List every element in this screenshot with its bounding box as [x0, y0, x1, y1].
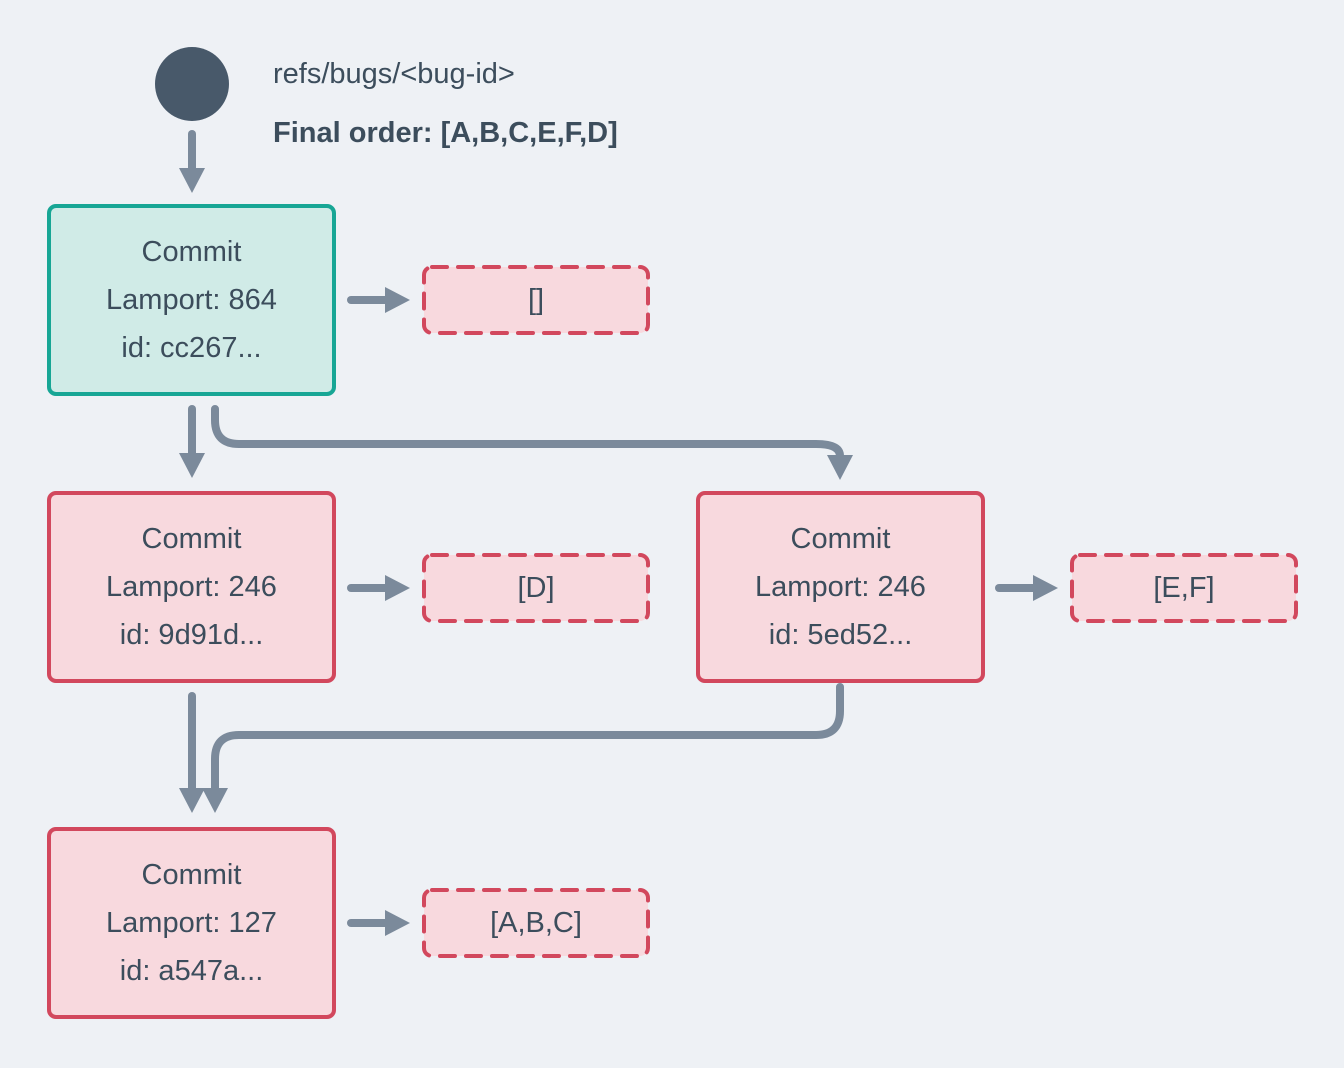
ops-label-bottom: [A,B,C] — [490, 906, 582, 939]
arrow-root-to-right — [211, 405, 853, 480]
ops-label-root: [] — [527, 283, 545, 316]
arrow-root-to-left — [179, 405, 205, 478]
commit-id: id: a547a... — [119, 955, 264, 987]
commit-node-bottom: Commit Lamport: 127 id: a547a... — [47, 827, 336, 1019]
arrow-right-to-bottom — [202, 683, 844, 813]
arrow-left-to-ops — [347, 575, 410, 601]
ref-head-node — [155, 47, 229, 121]
commit-lamport: Lamport: 246 — [755, 571, 926, 603]
arrow-ref-to-root — [179, 130, 205, 193]
arrow-left-to-bottom — [179, 692, 205, 813]
commit-id: id: cc267... — [121, 332, 262, 364]
ref-name-label: refs/bugs/<bug-id> — [273, 58, 515, 90]
commit-title: Commit — [141, 859, 242, 891]
commit-lamport: Lamport: 127 — [106, 907, 277, 939]
commit-id: id: 5ed52... — [768, 619, 913, 651]
commit-title: Commit — [790, 523, 891, 555]
commit-id: id: 9d91d... — [119, 619, 264, 651]
arrow-root-to-ops — [347, 287, 410, 313]
arrow-right-to-ops — [995, 575, 1058, 601]
commit-node-right: Commit Lamport: 246 id: 5ed52... — [696, 491, 985, 683]
commit-lamport: Lamport: 864 — [106, 284, 277, 316]
commit-lamport: Lamport: 246 — [106, 571, 277, 603]
ops-label-left: [D] — [517, 571, 555, 604]
commit-title: Commit — [141, 523, 242, 555]
final-order-label: Final order: [A,B,C,E,F,D] — [273, 117, 618, 149]
commit-node-root: Commit Lamport: 864 id: cc267... — [47, 204, 336, 396]
arrow-bottom-to-ops — [347, 910, 410, 936]
ops-label-right: [E,F] — [1153, 571, 1215, 604]
commit-node-left: Commit Lamport: 246 id: 9d91d... — [47, 491, 336, 683]
commit-title: Commit — [141, 236, 242, 268]
